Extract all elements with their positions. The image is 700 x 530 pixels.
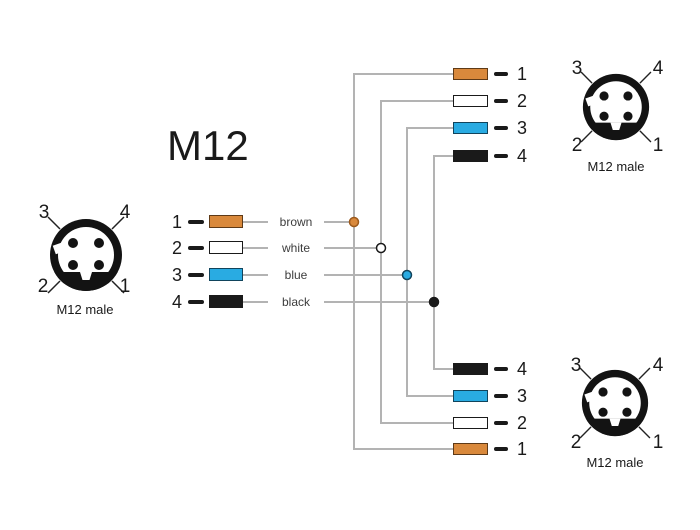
- connector-keyway-notch: [80, 272, 92, 280]
- wire-swatch-blue: [209, 268, 243, 281]
- connector-pin: [599, 91, 609, 101]
- connector-pin: [598, 407, 608, 417]
- connector-pin: [94, 238, 104, 248]
- center-dash-4: [188, 300, 204, 304]
- connector-side-notch: [52, 242, 65, 255]
- bottom-branch-swatch-black: [453, 363, 488, 375]
- bottom-branch-dash-2: [494, 421, 508, 425]
- center-dash-1: [188, 220, 204, 224]
- bottom-right-connector-label: M12 male: [586, 455, 644, 470]
- wire-swatch-brown: [209, 215, 243, 228]
- connector-pin: [622, 407, 632, 417]
- wire-swatch-black: [209, 295, 243, 308]
- center-pin-number-4: 4: [171, 292, 182, 312]
- pin-pointer-line: [639, 130, 652, 143]
- pin-pointer-line: [638, 426, 651, 439]
- pin-pointer-line: [580, 130, 593, 143]
- pin-pointer-line: [639, 71, 652, 84]
- center-pin-number-2: 2: [171, 238, 182, 258]
- top-right-connector-pin3-label: 3: [571, 58, 583, 79]
- top-branch-pin-number-3: 3: [516, 118, 527, 138]
- wire-black-path: [243, 155, 453, 370]
- bottom-branch-pin-number-3: 3: [516, 386, 527, 406]
- junction-dot-white: [375, 242, 387, 254]
- wire-blue-path: [243, 127, 453, 397]
- center-pin-number-1: 1: [171, 212, 182, 232]
- wire-swatch-white: [209, 241, 243, 254]
- pin-pointer-line: [47, 280, 61, 294]
- center-dash-2: [188, 246, 204, 250]
- left-connector-pin4-label: 4: [119, 202, 131, 223]
- connector-keyway-notch: [610, 122, 622, 130]
- connector-keyway-notch: [609, 418, 621, 426]
- connector-pin: [623, 111, 633, 121]
- pin-pointer-line: [111, 280, 125, 294]
- top-branch-swatch-blue: [453, 122, 488, 134]
- top-branch-dash-1: [494, 72, 508, 76]
- pin-pointer-line: [111, 216, 125, 230]
- bottom-branch-pin-number-2: 2: [516, 413, 527, 433]
- wire-color-label-white: white: [268, 240, 324, 256]
- bottom-right-connector-pin4-label: 4: [652, 355, 664, 376]
- bottom-branch-swatch-white: [453, 417, 488, 429]
- top-right-connector-pin4-label: 4: [652, 58, 664, 79]
- bottom-branch-pin-number-1: 1: [516, 439, 527, 459]
- left-connector-pin3-label: 3: [38, 202, 50, 223]
- top-branch-dash-4: [494, 154, 508, 158]
- connector-pin: [598, 387, 608, 397]
- bottom-right-connector-pin1-label: 1: [652, 432, 664, 453]
- junction-dot-brown: [348, 216, 360, 228]
- pin-pointer-line: [47, 216, 61, 230]
- connector-side-notch: [585, 95, 597, 107]
- wire-color-label-blue: blue: [268, 267, 324, 283]
- connector-pin: [68, 260, 78, 270]
- junction-dot-black: [428, 296, 440, 308]
- connector-pin: [623, 91, 633, 101]
- top-branch-swatch-brown: [453, 68, 488, 80]
- top-branch-swatch-black: [453, 150, 488, 162]
- pin-pointer-line: [579, 426, 592, 439]
- connector-pin: [68, 238, 78, 248]
- center-dash-3: [188, 273, 204, 277]
- wire-color-label-brown: brown: [268, 214, 324, 230]
- top-branch-dash-2: [494, 99, 508, 103]
- top-branch-dash-3: [494, 126, 508, 130]
- top-right-connector-pin1-label: 1: [652, 135, 664, 156]
- connector-side-notch: [584, 391, 596, 403]
- pin-pointer-line: [638, 367, 651, 380]
- top-right-connector-label: M12 male: [587, 159, 645, 174]
- top-right-connector-pin2-label: 2: [571, 135, 583, 156]
- bottom-branch-dash-1: [494, 447, 508, 451]
- pin-pointer-line: [579, 367, 592, 380]
- left-connector-pin2-label: 2: [37, 276, 49, 297]
- wire-white-path: [243, 100, 453, 424]
- bottom-right-connector-pin2-label: 2: [570, 432, 582, 453]
- left-connector-label: M12 male: [56, 302, 114, 317]
- connector-pin: [94, 260, 104, 270]
- connector-face-bottom-right: [579, 367, 651, 439]
- junction-dot-blue: [401, 269, 413, 281]
- left-connector-pin1-label: 1: [119, 276, 131, 297]
- connector-pin: [599, 111, 609, 121]
- top-branch-pin-number-4: 4: [516, 146, 527, 166]
- center-pin-number-3: 3: [171, 265, 182, 285]
- top-branch-swatch-white: [453, 95, 488, 107]
- bottom-branch-dash-3: [494, 394, 508, 398]
- connector-face-top-right: [580, 71, 652, 143]
- diagram-title: M12: [167, 122, 249, 169]
- bottom-branch-swatch-blue: [453, 390, 488, 402]
- connector-pin: [622, 387, 632, 397]
- bottom-right-connector-pin3-label: 3: [570, 355, 582, 376]
- top-branch-pin-number-1: 1: [516, 64, 527, 84]
- bottom-branch-swatch-brown: [453, 443, 488, 455]
- bottom-branch-dash-4: [494, 367, 508, 371]
- bottom-branch-pin-number-4: 4: [516, 359, 527, 379]
- wire-color-label-black: black: [268, 294, 324, 310]
- pin-pointer-line: [580, 71, 593, 84]
- connector-face-left: [47, 216, 125, 294]
- top-branch-pin-number-2: 2: [516, 91, 527, 111]
- wire-brown-path: [243, 73, 453, 450]
